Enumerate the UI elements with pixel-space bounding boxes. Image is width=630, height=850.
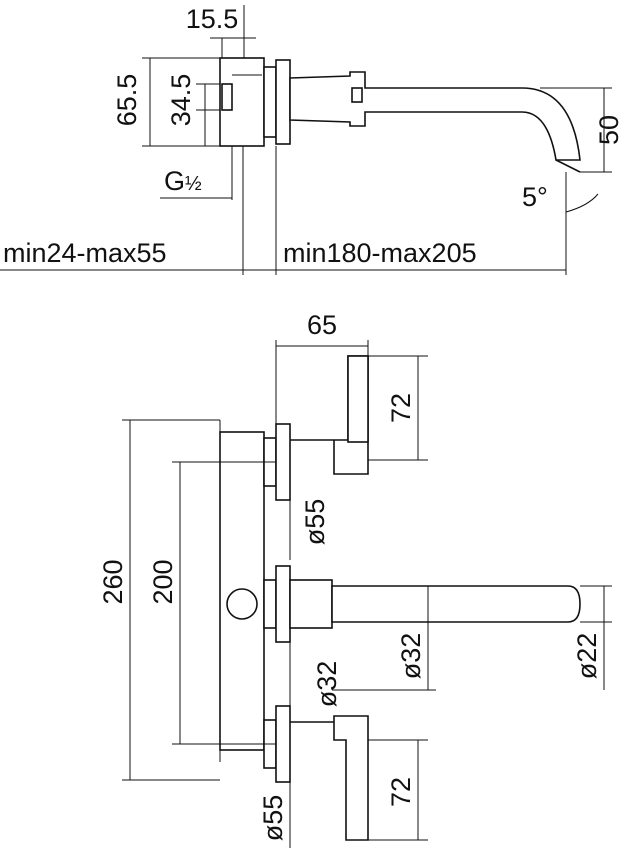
dim-handle-width: 65 [307, 310, 337, 340]
front-view: 65 72 260 200 ø55 ø32 ø32 ø22 [98, 310, 612, 848]
front-mid-rosette [275, 565, 291, 643]
side-spout [289, 71, 581, 161]
front-bottom-handle [290, 715, 369, 841]
front-center-screw [226, 588, 258, 620]
dim-spout-range: min180-max205 [283, 238, 477, 268]
dim-height-inner: 34.5 [166, 74, 196, 127]
side-view: 15.5 65.5 34.5 G½ min24-max55 min180-max… [0, 4, 624, 275]
front-spout-pipe [331, 585, 581, 623]
front-spout-body [289, 579, 333, 629]
side-flange [263, 66, 277, 138]
dim-centers: 200 [148, 559, 178, 604]
dim-wall-range: min24-max55 [3, 238, 167, 268]
front-top-rosette [275, 423, 291, 501]
dim-spout-tip: ø22 [572, 633, 602, 680]
dim-angle: 5° [522, 182, 548, 212]
dim-handle-height-bottom: 72 [386, 777, 416, 807]
dim-spout-body: ø32 [396, 633, 426, 680]
dim-rosette-top: ø55 [300, 499, 330, 546]
dim-handle-height-top: 72 [386, 393, 416, 423]
dim-rosette-bottom: ø55 [258, 795, 288, 842]
side-spout-marker [351, 87, 363, 103]
side-thread-stub [221, 83, 233, 111]
dim-top-width: 15.5 [186, 4, 239, 34]
thread-fraction: ½ [185, 173, 202, 195]
thread-label: G½ [164, 166, 202, 196]
side-spout-tip [555, 159, 581, 173]
angle-arc [565, 193, 599, 213]
dim-spout-rosette: ø32 [312, 661, 342, 708]
front-top-lever [347, 355, 369, 443]
thread-letter: G [164, 166, 185, 196]
front-bottom-rosette [275, 705, 291, 783]
dim-height-outer: 65.5 [112, 74, 142, 127]
dim-spout-drop: 50 [594, 115, 624, 145]
dim-plate-height: 260 [98, 559, 128, 604]
side-rosette [275, 59, 291, 145]
front-mid-flange [263, 579, 277, 629]
